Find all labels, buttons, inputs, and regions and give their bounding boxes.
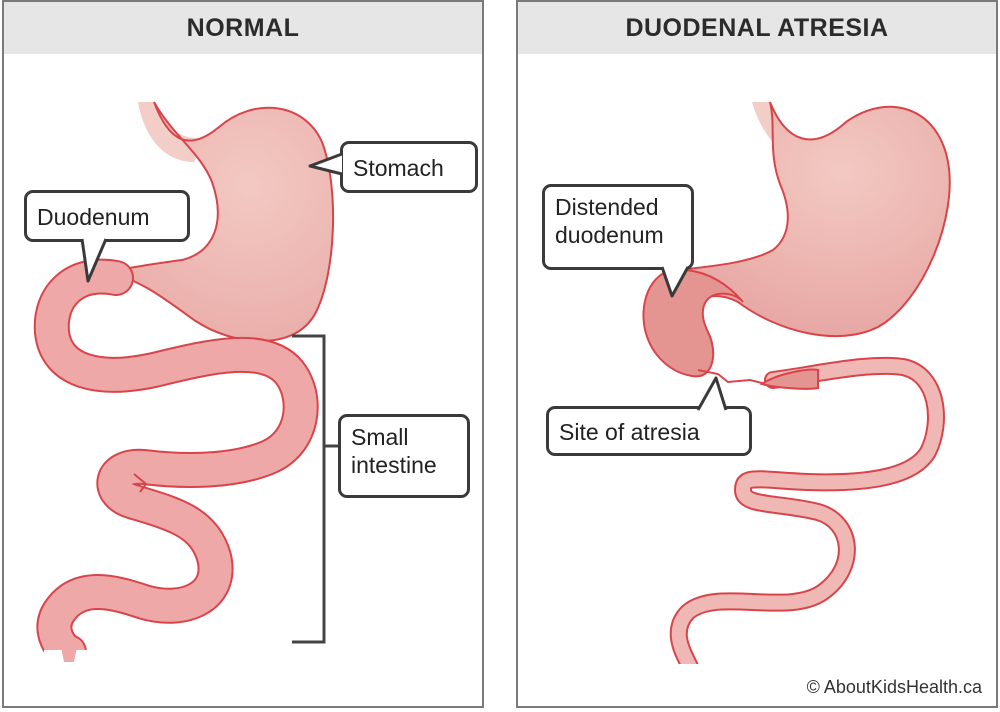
atresia-site-cord <box>697 369 767 385</box>
atresia-panel: DUODENAL ATRESIA Distended duodenum <box>516 0 998 708</box>
duodenum-label-callout: Duodenum <box>24 190 190 242</box>
normal-panel: NORMAL Stomach Duodenum <box>2 0 484 708</box>
distended-duodenum <box>642 268 744 378</box>
stomach-label-callout: Stomach <box>340 141 478 193</box>
distended-duodenum-label-line1: Distended <box>555 194 659 220</box>
small-intestine-label-line2: intestine <box>351 452 437 478</box>
normal-panel-title: NORMAL <box>4 2 482 54</box>
distended-duodenum-callout-pointer <box>660 266 690 298</box>
atresia-panel-title: DUODENAL ATRESIA <box>518 2 996 54</box>
normal-anatomy-illustration <box>33 101 338 706</box>
site-of-atresia-callout-pointer <box>696 376 728 411</box>
small-intestine-bracket <box>292 334 326 644</box>
duodenum-label: Duodenum <box>37 204 150 230</box>
normal-stomach <box>93 101 335 343</box>
stomach-label: Stomach <box>353 155 444 181</box>
site-of-atresia-label-callout: Site of atresia <box>546 406 752 456</box>
stomach-callout-pointer <box>308 152 343 176</box>
small-intestine-label-line1: Small <box>351 424 409 450</box>
duodenum-callout-pointer <box>80 238 108 283</box>
site-of-atresia-label: Site of atresia <box>559 419 700 445</box>
distended-duodenum-label-callout: Distended duodenum <box>542 184 694 270</box>
atresia-anatomy-illustration <box>642 101 951 706</box>
distended-duodenum-label-line2: duodenum <box>555 222 664 248</box>
atresia-stomach <box>676 101 951 338</box>
small-intestine-label-callout: Small intestine <box>338 414 470 498</box>
copyright-notice: © AboutKidsHealth.ca <box>806 677 982 697</box>
